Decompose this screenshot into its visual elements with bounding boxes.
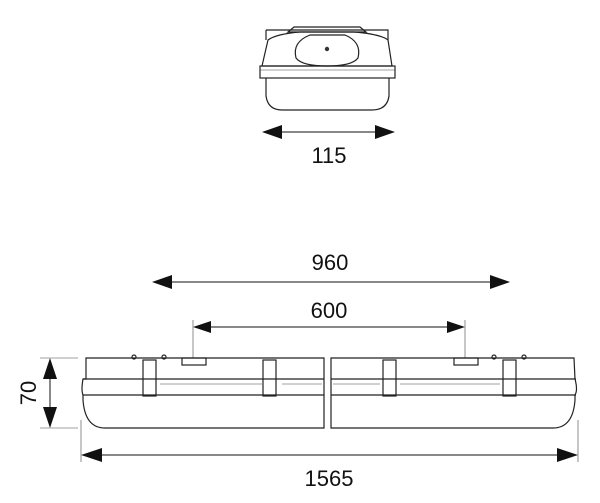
end-width-label: 115 [311, 143, 346, 168]
dimension-115: 115 [262, 125, 395, 168]
length-label: 1565 [305, 466, 354, 491]
dimension-1565: 1565 [80, 420, 579, 491]
dimension-70: 70 [16, 357, 78, 429]
height-label: 70 [16, 381, 41, 405]
inner-span-label: 960 [312, 250, 349, 275]
dimension-960: 960 [152, 250, 510, 289]
end-view [259, 26, 396, 111]
fixing-span-label: 600 [311, 298, 348, 323]
dimension-600: 600 [192, 298, 466, 358]
side-view [81, 354, 578, 429]
